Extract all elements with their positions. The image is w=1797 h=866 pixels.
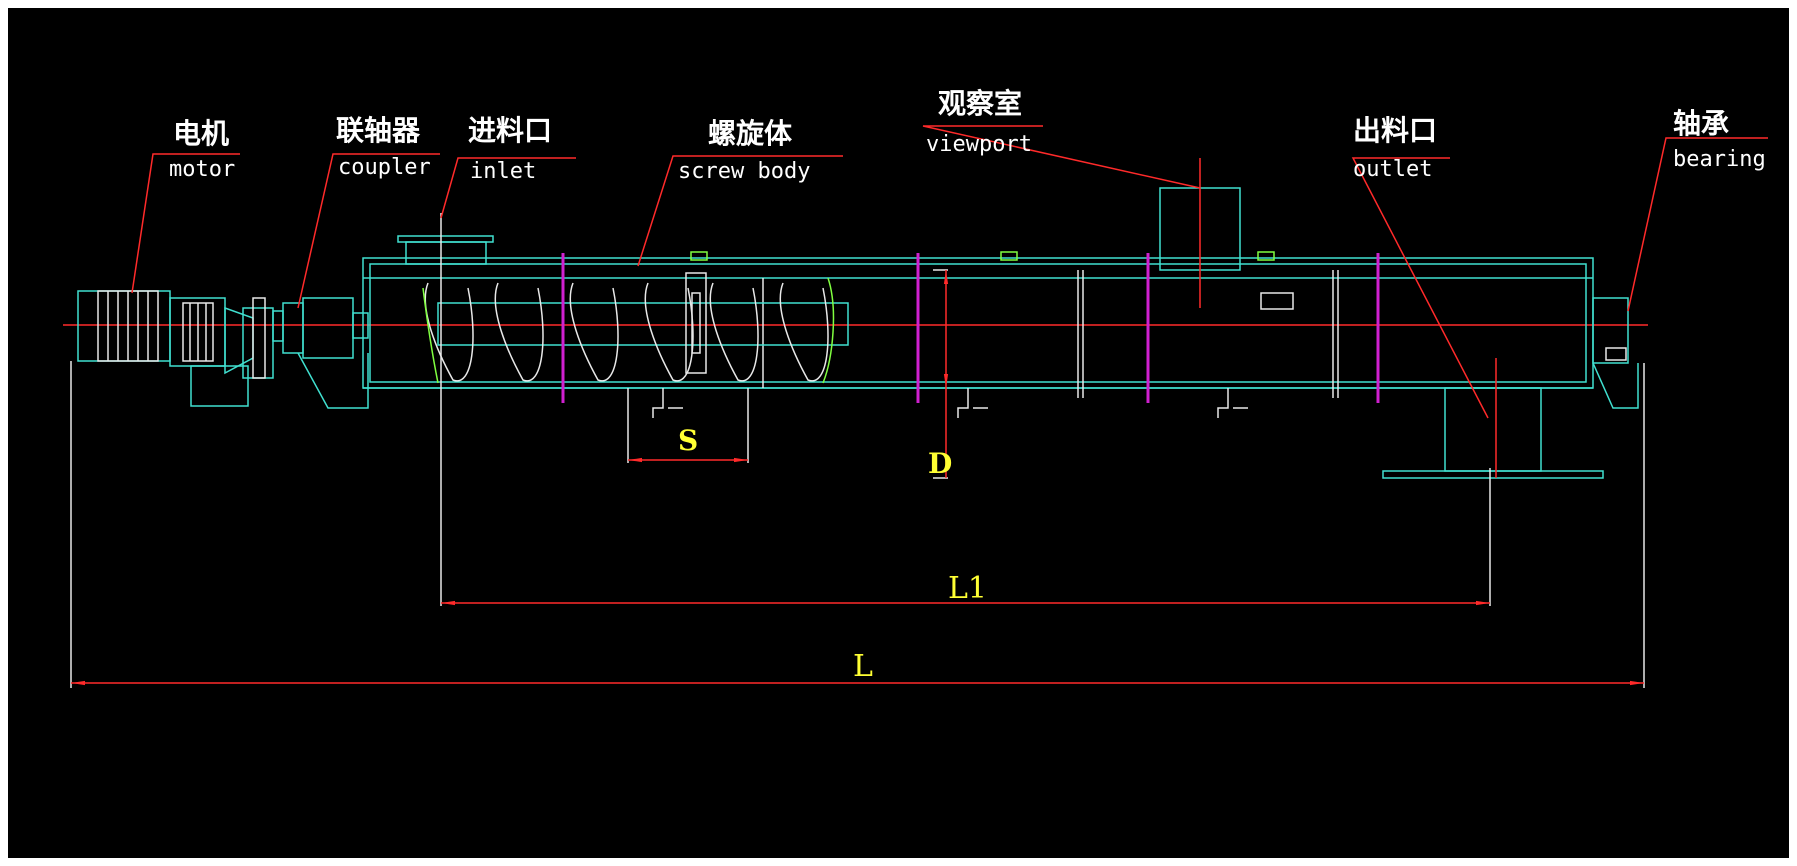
outlet-label-cn: 出料口 bbox=[1353, 114, 1437, 147]
drawing-canvas: L L1 S D 电机 motor 联轴器 coupler 进料口 inlet … bbox=[8, 8, 1789, 858]
dimension-lines bbox=[71, 270, 1644, 686]
screw-conveyor-drawing: L L1 S D 电机 motor 联轴器 coupler 进料口 inlet … bbox=[63, 87, 1768, 688]
motor-drawing bbox=[77, 290, 274, 407]
dim-label-L1: L1 bbox=[948, 571, 987, 606]
outlet-drawing bbox=[1382, 358, 1604, 479]
top-fittings bbox=[690, 251, 1275, 261]
inlet-label-cn: 进料口 bbox=[468, 114, 552, 147]
bearing-label-en: bearing bbox=[1673, 147, 1766, 172]
motor-label-cn: 电机 bbox=[173, 117, 229, 150]
coupler-label-cn: 联轴器 bbox=[336, 114, 421, 147]
coupler-label-en: coupler bbox=[338, 155, 431, 180]
trough-body bbox=[362, 235, 1639, 418]
extension-lines bbox=[70, 213, 1645, 688]
screw-flights bbox=[422, 272, 849, 384]
dim-label-D: D bbox=[928, 447, 952, 480]
viewport-housing bbox=[1159, 158, 1241, 308]
screw-body-label-en: screw body bbox=[678, 159, 810, 184]
dim-label-S: S bbox=[678, 424, 698, 457]
viewport-label-cn: 观察室 bbox=[938, 87, 1022, 120]
inlet-label-en: inlet bbox=[470, 159, 536, 184]
coupler-drawing bbox=[272, 297, 369, 409]
bearing-label-cn: 轴承 bbox=[1673, 107, 1729, 140]
viewport-label-en: viewport bbox=[926, 132, 1032, 157]
screw-body-label-cn: 螺旋体 bbox=[708, 117, 793, 150]
motor-label-en: motor bbox=[169, 157, 235, 182]
leader-lines bbox=[131, 125, 1768, 419]
flanges bbox=[561, 253, 1380, 403]
outlet-label-en: outlet bbox=[1353, 157, 1432, 182]
dim-label-L: L bbox=[853, 649, 873, 684]
